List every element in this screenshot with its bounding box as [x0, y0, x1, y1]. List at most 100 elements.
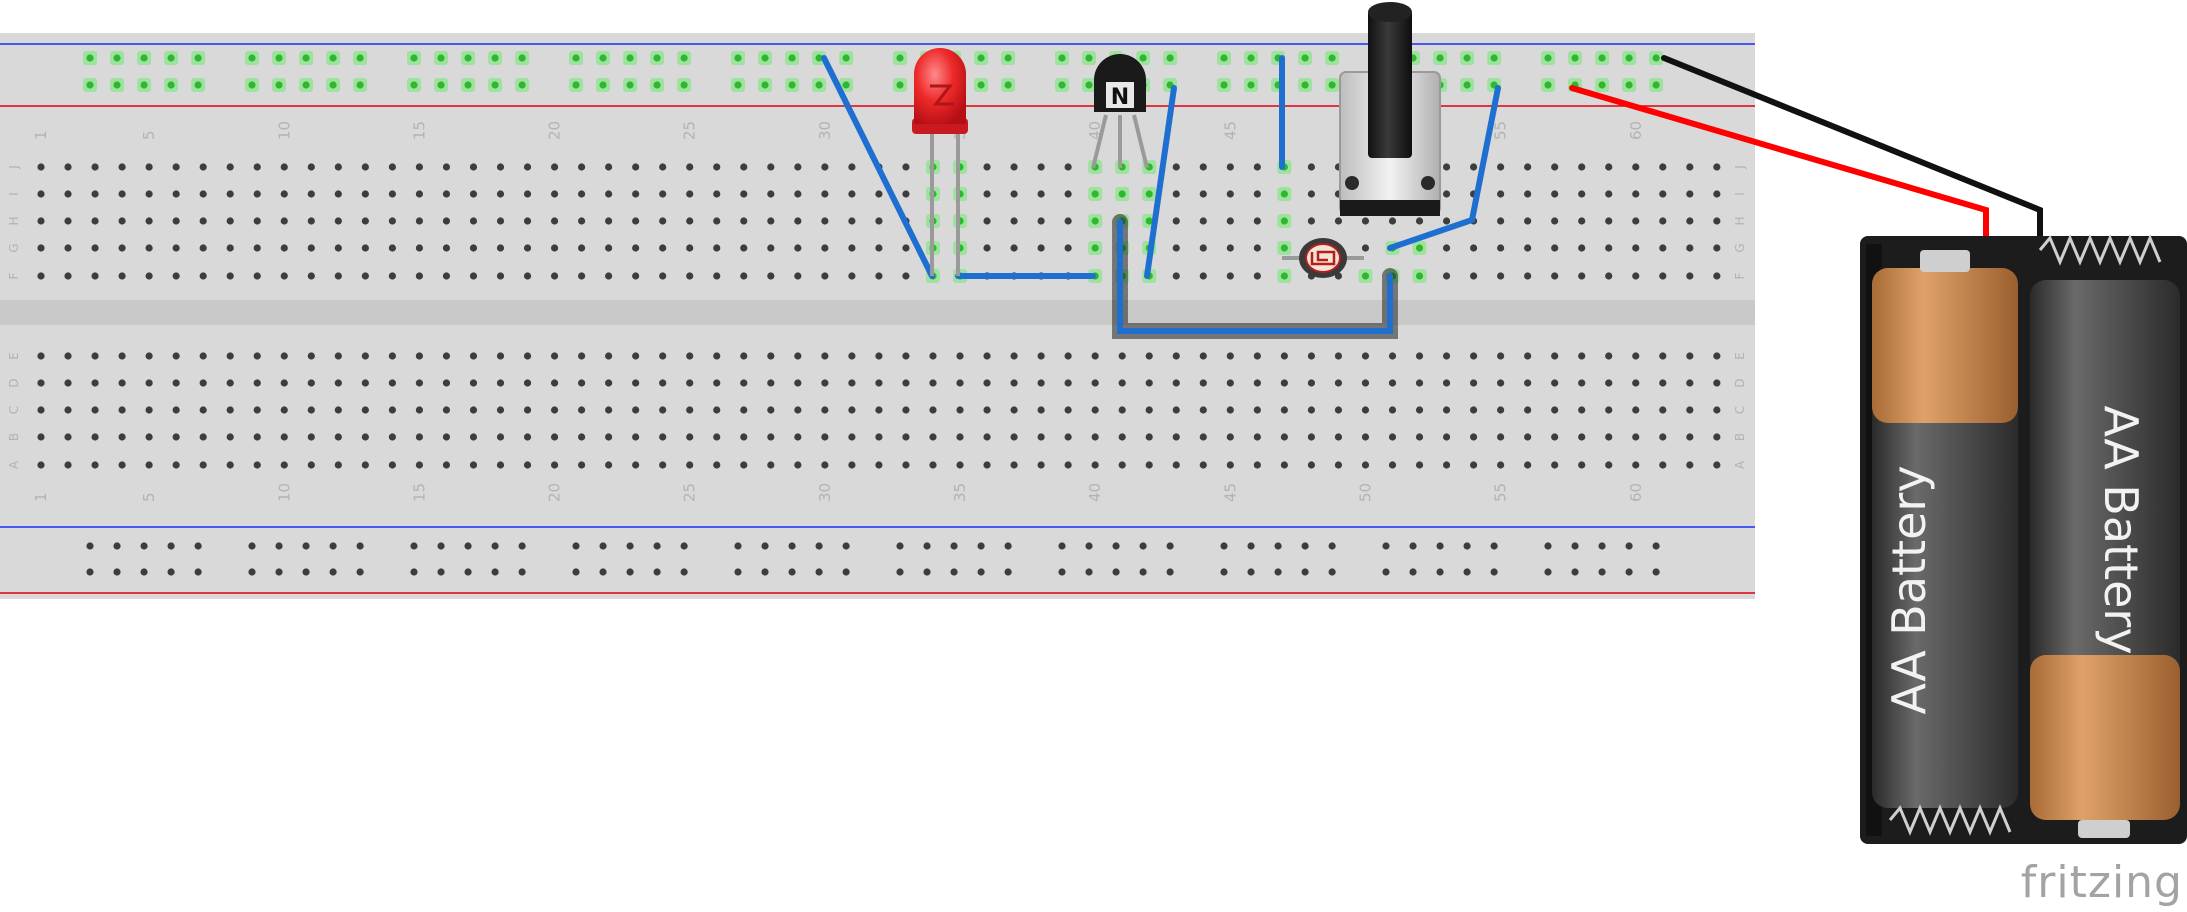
power-rail-hole[interactable] — [950, 568, 958, 576]
breadboard-hole[interactable] — [686, 352, 694, 360]
power-rail-hole[interactable] — [437, 568, 445, 576]
breadboard-hole[interactable] — [1632, 244, 1640, 252]
breadboard-hole[interactable] — [848, 272, 856, 280]
power-rail-hole[interactable] — [1247, 568, 1255, 576]
breadboard-hole[interactable] — [226, 163, 234, 171]
breadboard-hole[interactable] — [388, 163, 396, 171]
breadboard-hole[interactable] — [1415, 244, 1424, 252]
breadboard-hole[interactable] — [1010, 433, 1018, 441]
breadboard-hole[interactable] — [1686, 163, 1694, 171]
breadboard-hole[interactable] — [1469, 352, 1478, 360]
breadboard-hole[interactable] — [1010, 163, 1018, 171]
breadboard-hole[interactable] — [496, 461, 505, 469]
power-rail-hole[interactable] — [1139, 54, 1147, 62]
breadboard-hole[interactable] — [388, 190, 396, 198]
breadboard-hole[interactable] — [469, 272, 478, 280]
breadboard-hole[interactable] — [91, 379, 99, 387]
power-rail-hole[interactable] — [1058, 568, 1066, 576]
power-rail-hole[interactable] — [1301, 54, 1309, 62]
breadboard-hole[interactable] — [794, 190, 802, 198]
breadboard-hole[interactable] — [767, 461, 775, 469]
breadboard-hole[interactable] — [523, 406, 532, 414]
breadboard-hole[interactable] — [659, 272, 667, 280]
breadboard-hole[interactable] — [1091, 352, 1099, 360]
power-rail-hole[interactable] — [1571, 568, 1579, 576]
breadboard-hole[interactable] — [1605, 433, 1613, 441]
power-rail-hole[interactable] — [1139, 542, 1147, 550]
breadboard-hole[interactable] — [469, 433, 478, 441]
breadboard-hole[interactable] — [605, 433, 613, 441]
breadboard-hole[interactable] — [1578, 272, 1586, 280]
breadboard-hole[interactable] — [1659, 190, 1667, 198]
breadboard-hole[interactable] — [1415, 272, 1424, 280]
breadboard-hole[interactable] — [1037, 352, 1045, 360]
breadboard-hole[interactable] — [1469, 379, 1478, 387]
power-rail-hole[interactable] — [842, 54, 850, 62]
breadboard-hole[interactable] — [91, 406, 99, 414]
breadboard-hole[interactable] — [253, 217, 261, 225]
breadboard-hole[interactable] — [578, 379, 586, 387]
breadboard-hole[interactable] — [1145, 461, 1153, 469]
breadboard-hole[interactable] — [794, 244, 802, 252]
breadboard-hole[interactable] — [1064, 244, 1072, 252]
breadboard-hole[interactable] — [1497, 163, 1505, 171]
breadboard-hole[interactable] — [1361, 461, 1370, 469]
breadboard-hole[interactable] — [1145, 406, 1153, 414]
breadboard-hole[interactable] — [1713, 461, 1721, 469]
breadboard-hole[interactable] — [1010, 217, 1018, 225]
power-rail-hole[interactable] — [410, 54, 418, 62]
power-rail-hole[interactable] — [950, 542, 958, 550]
power-rail-hole[interactable] — [1598, 568, 1606, 576]
breadboard-hole[interactable] — [659, 244, 667, 252]
breadboard-hole[interactable] — [118, 379, 126, 387]
breadboard-hole[interactable] — [253, 163, 261, 171]
power-rail-hole[interactable] — [491, 81, 499, 89]
breadboard-hole[interactable] — [1280, 190, 1288, 198]
power-rail-hole[interactable] — [626, 542, 634, 550]
power-rail-hole[interactable] — [275, 542, 283, 550]
breadboard-hole[interactable] — [226, 352, 234, 360]
breadboard-hole[interactable] — [713, 379, 721, 387]
power-rail-hole[interactable] — [1490, 542, 1498, 550]
power-rail-hole[interactable] — [842, 81, 850, 89]
breadboard-hole[interactable] — [1713, 163, 1721, 171]
breadboard-hole[interactable] — [983, 163, 991, 171]
breadboard-hole[interactable] — [307, 272, 315, 280]
breadboard-hole[interactable] — [1361, 217, 1370, 225]
power-rail-hole[interactable] — [1571, 542, 1579, 550]
breadboard-hole[interactable] — [983, 461, 991, 469]
breadboard-hole[interactable] — [280, 379, 288, 387]
power-rail-hole[interactable] — [356, 542, 364, 550]
power-rail-hole[interactable] — [1139, 568, 1147, 576]
breadboard-hole[interactable] — [1091, 433, 1099, 441]
breadboard-hole[interactable] — [415, 190, 424, 198]
power-rail-hole[interactable] — [302, 568, 310, 576]
breadboard-hole[interactable] — [740, 244, 748, 252]
breadboard-hole[interactable] — [1226, 272, 1234, 280]
breadboard-hole[interactable] — [307, 433, 315, 441]
breadboard-hole[interactable] — [388, 217, 396, 225]
power-rail-hole[interactable] — [1652, 54, 1660, 62]
breadboard-hole[interactable] — [794, 433, 802, 441]
breadboard-hole[interactable] — [1442, 272, 1451, 280]
breadboard-hole[interactable] — [605, 461, 613, 469]
breadboard-hole[interactable] — [1361, 352, 1370, 360]
breadboard-hole[interactable] — [1524, 352, 1532, 360]
power-rail-hole[interactable] — [896, 568, 904, 576]
breadboard-hole[interactable] — [145, 163, 153, 171]
power-rail-hole[interactable] — [86, 542, 94, 550]
breadboard-hole[interactable] — [145, 244, 153, 252]
breadboard-hole[interactable] — [578, 352, 586, 360]
breadboard-hole[interactable] — [388, 406, 396, 414]
breadboard-hole[interactable] — [1334, 379, 1343, 387]
breadboard-hole[interactable] — [1605, 217, 1613, 225]
breadboard-hole[interactable] — [145, 190, 153, 198]
breadboard-hole[interactable] — [902, 244, 910, 252]
power-rail-hole[interactable] — [518, 54, 526, 62]
breadboard-hole[interactable] — [361, 244, 369, 252]
breadboard-hole[interactable] — [983, 406, 991, 414]
breadboard-hole[interactable] — [605, 272, 613, 280]
breadboard-hole[interactable] — [632, 461, 640, 469]
breadboard-hole[interactable] — [172, 406, 180, 414]
breadboard-hole[interactable] — [1226, 379, 1234, 387]
